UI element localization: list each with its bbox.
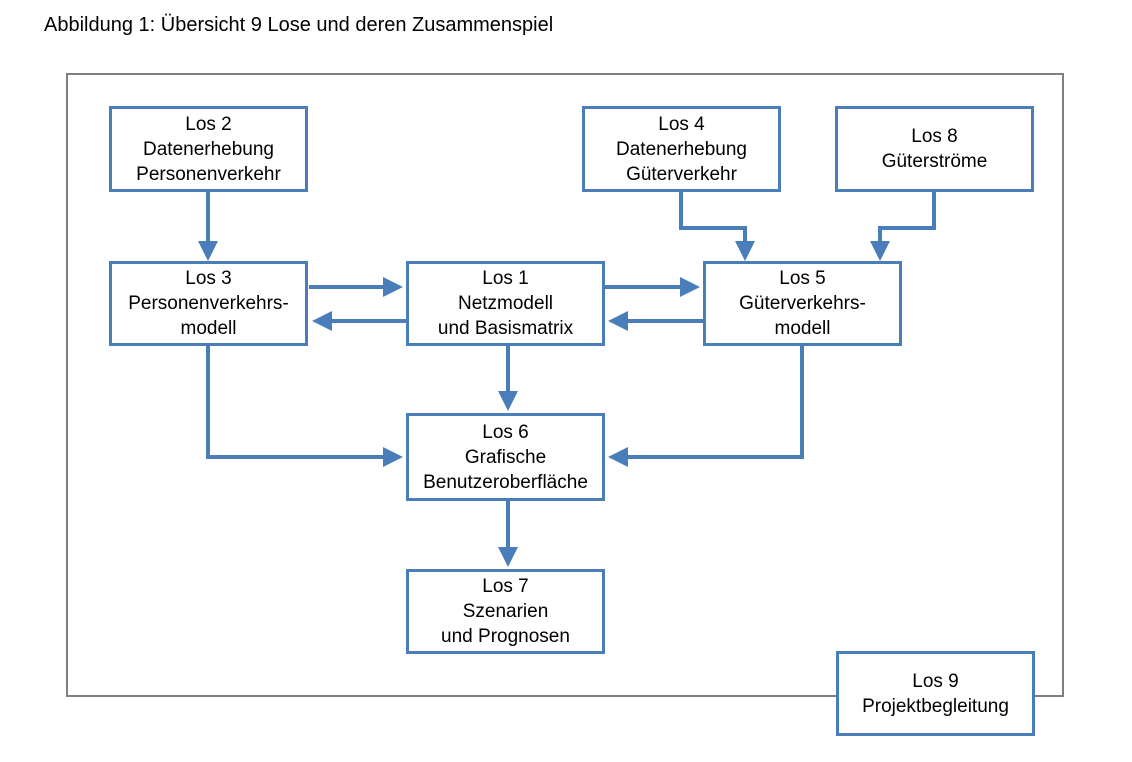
figure-caption: Abbildung 1: Übersicht 9 Lose und deren … (44, 14, 554, 36)
box-los9: Los 9 Projektbegleitung (836, 651, 1035, 736)
box-los7-line1: Szenarien (462, 601, 549, 622)
box-los6: Los 6 Grafische Benutzeroberfläche (406, 413, 605, 501)
box-los2-title: Los 2 (185, 113, 232, 135)
box-los7-line2: und Prognosen (441, 626, 570, 647)
box-los4-title: Los 4 (658, 113, 705, 135)
box-los5-line1: Güterverkehrs- (739, 293, 866, 314)
box-los9-title: Los 9 (912, 670, 959, 692)
box-los9-line1: Projektbegleitung (862, 695, 1009, 717)
box-los8-line1: Güterströme (881, 151, 988, 172)
arrow-los4-to-los5 (679, 192, 755, 261)
box-los2-line1: Datenerhebung (143, 138, 274, 160)
box-los8: Los 8 Güterströme (835, 106, 1034, 192)
arrow-los5-to-los6 (608, 345, 804, 467)
box-los3-title: Los 3 (185, 268, 232, 289)
box-los1-title: Los 1 (482, 268, 529, 289)
box-los6-title: Los 6 (482, 421, 529, 443)
arrow-los3-to-los6 (206, 345, 403, 467)
box-los5-line2: modell (774, 318, 831, 339)
arrow-los8-to-los5 (870, 192, 936, 261)
box-los6-line1: Grafische (464, 446, 547, 468)
box-los4-line2: Güterverkehr (626, 163, 737, 185)
box-los4-line1: Datenerhebung (616, 138, 747, 160)
box-los4: Los 4 Datenerhebung Güterverkehr (582, 106, 781, 192)
box-los1-line2: und Basismatrix (437, 318, 574, 339)
box-los7: Los 7 Szenarien und Prognosen (406, 569, 605, 654)
box-los3-line1: Personenverkehrs- (128, 293, 289, 314)
box-los8-title: Los 8 (911, 126, 958, 147)
box-los3-line2: modell (180, 318, 237, 339)
box-los7-title: Los 7 (482, 576, 529, 597)
box-los6-line2: Benutzeroberfläche (423, 471, 588, 493)
box-los2-line2: Personenverkehr (136, 163, 281, 185)
box-los5-title: Los 5 (779, 268, 826, 289)
box-los2: Los 2 Datenerhebung Personenverkehr (109, 106, 308, 192)
box-los5: Los 5 Güterverkehrs- modell (703, 261, 902, 346)
box-los1: Los 1 Netzmodell und Basismatrix (406, 261, 605, 346)
box-los1-line1: Netzmodell (457, 293, 554, 314)
box-los3: Los 3 Personenverkehrs- modell (109, 261, 308, 346)
